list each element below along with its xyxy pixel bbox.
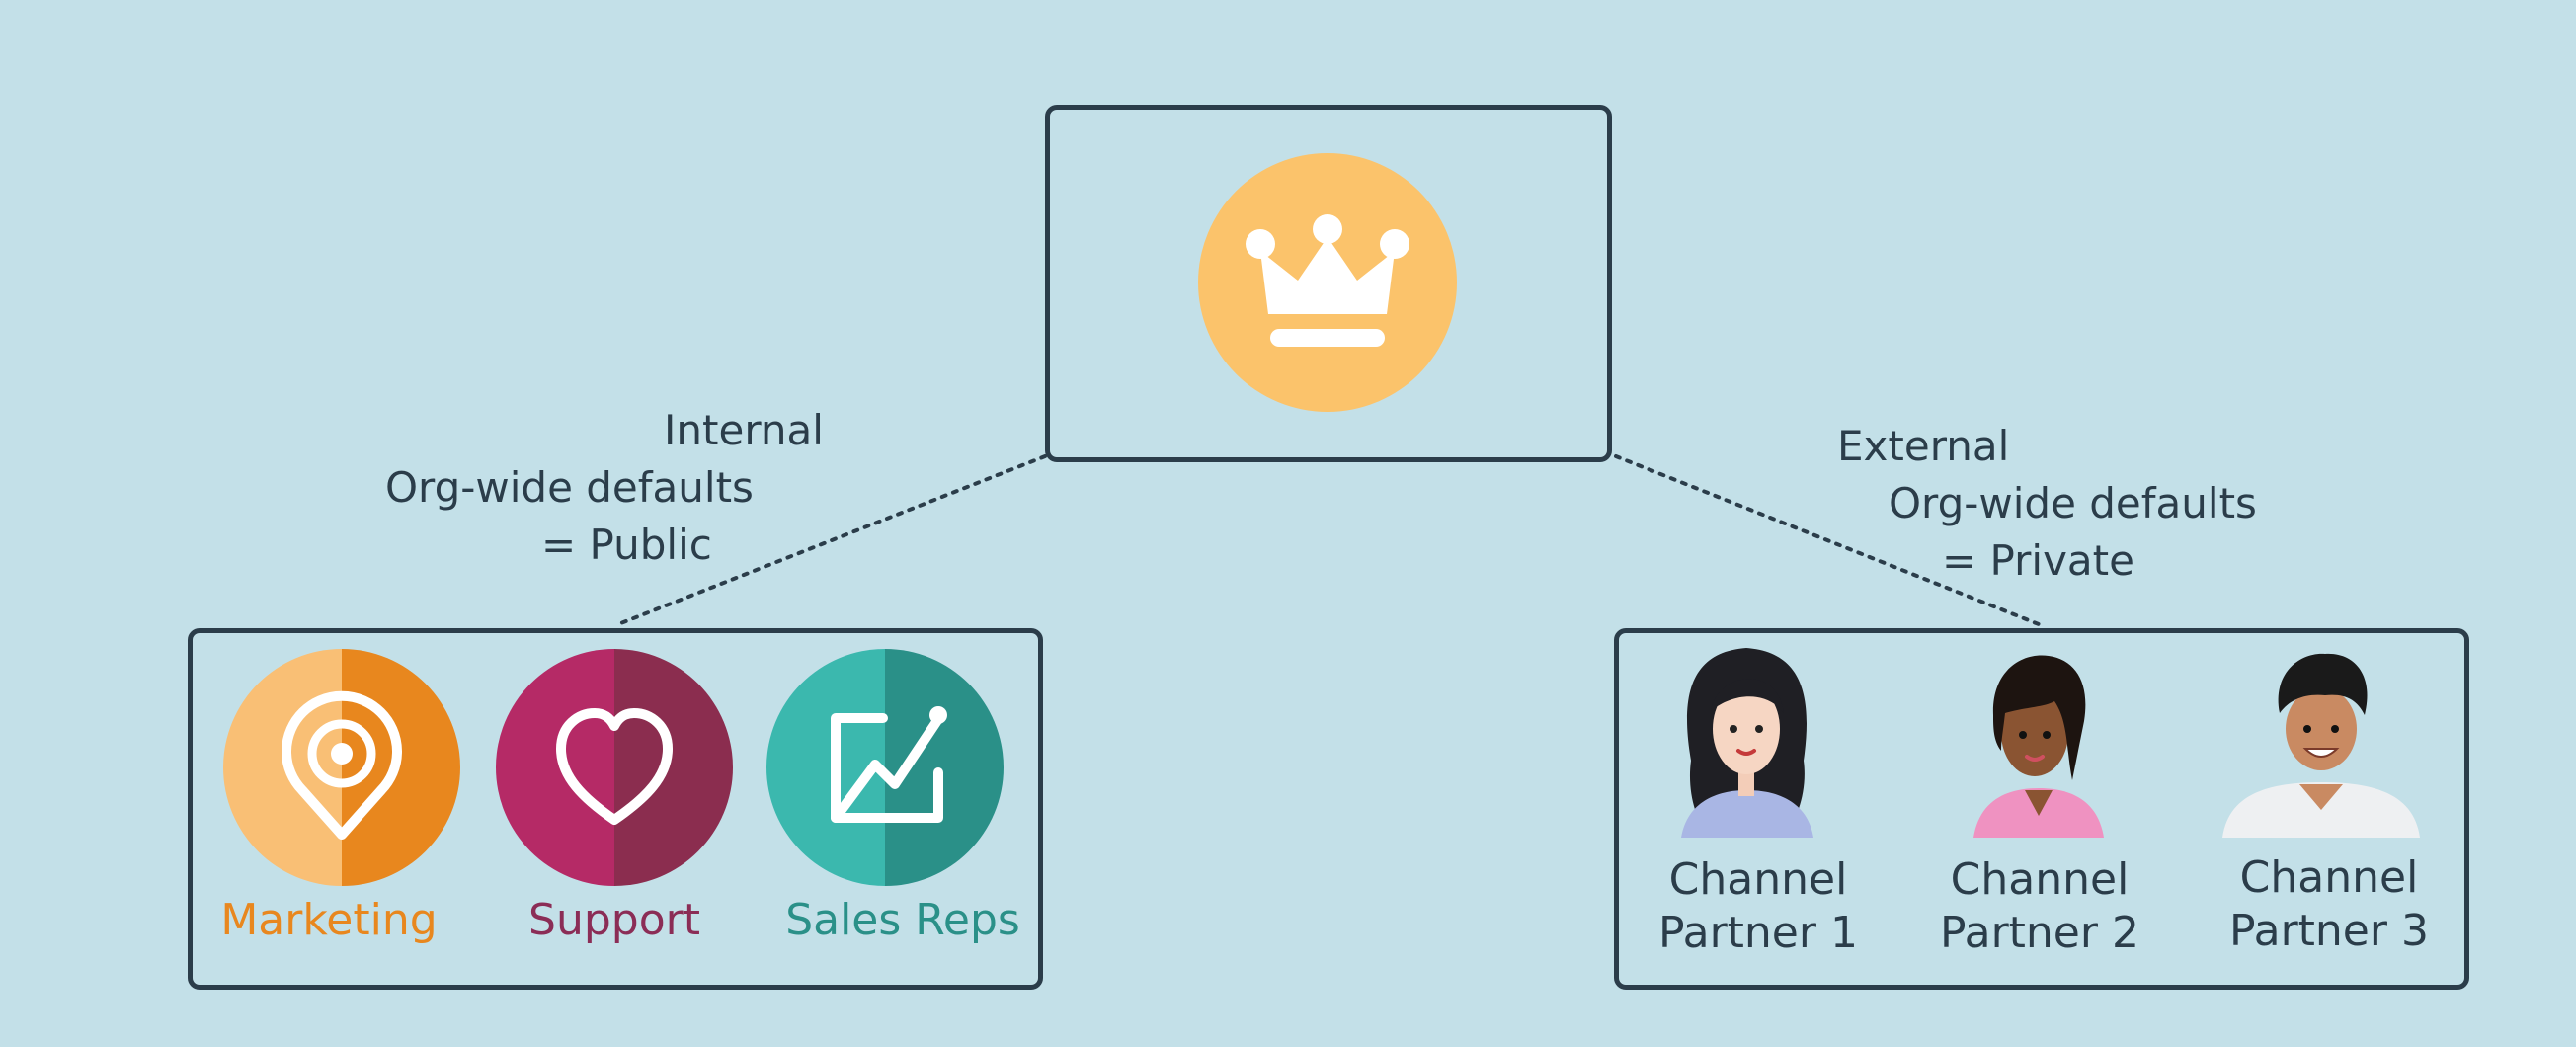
partner-2-label: Channel Partner 2	[1901, 853, 2178, 960]
partner-2-label-line2: Partner 2	[1940, 908, 2139, 958]
external-owd-label: Org-wide defaults	[1889, 479, 2257, 527]
partner-1-label: Channel Partner 1	[1620, 853, 1896, 960]
partner-1-label-line1: Channel	[1668, 854, 1848, 905]
external-title: External	[1837, 422, 2010, 470]
connector-external	[1614, 454, 2041, 626]
internal-title: Internal	[664, 406, 824, 454]
external-partners-box	[1614, 628, 2469, 990]
partner-3-label-line1: Channel	[2239, 852, 2419, 903]
partner-3-label-line2: Partner 3	[2229, 906, 2429, 956]
internal-owd-label: Org-wide defaults	[385, 463, 754, 512]
external-owd-value: = Private	[1942, 536, 2134, 585]
team-label-marketing: Marketing	[220, 895, 438, 945]
partner-3-avatar-icon	[2222, 653, 2420, 838]
crown-icon	[1198, 153, 1457, 412]
partner-1-avatar-icon	[1681, 648, 1813, 838]
connector-internal	[616, 454, 1047, 626]
partner-2-avatar-icon	[1973, 655, 2104, 838]
internal-owd-value: = Public	[541, 521, 712, 569]
team-label-sales-reps: Sales Reps	[785, 895, 1020, 945]
partner-2-label-line1: Channel	[1950, 854, 2130, 905]
partner-1-label-line2: Partner 1	[1658, 908, 1858, 958]
team-label-support: Support	[528, 895, 700, 945]
partner-3-label: Channel Partner 3	[2191, 851, 2467, 958]
top-node-box	[1045, 105, 1612, 462]
internal-teams-box	[188, 628, 1043, 990]
